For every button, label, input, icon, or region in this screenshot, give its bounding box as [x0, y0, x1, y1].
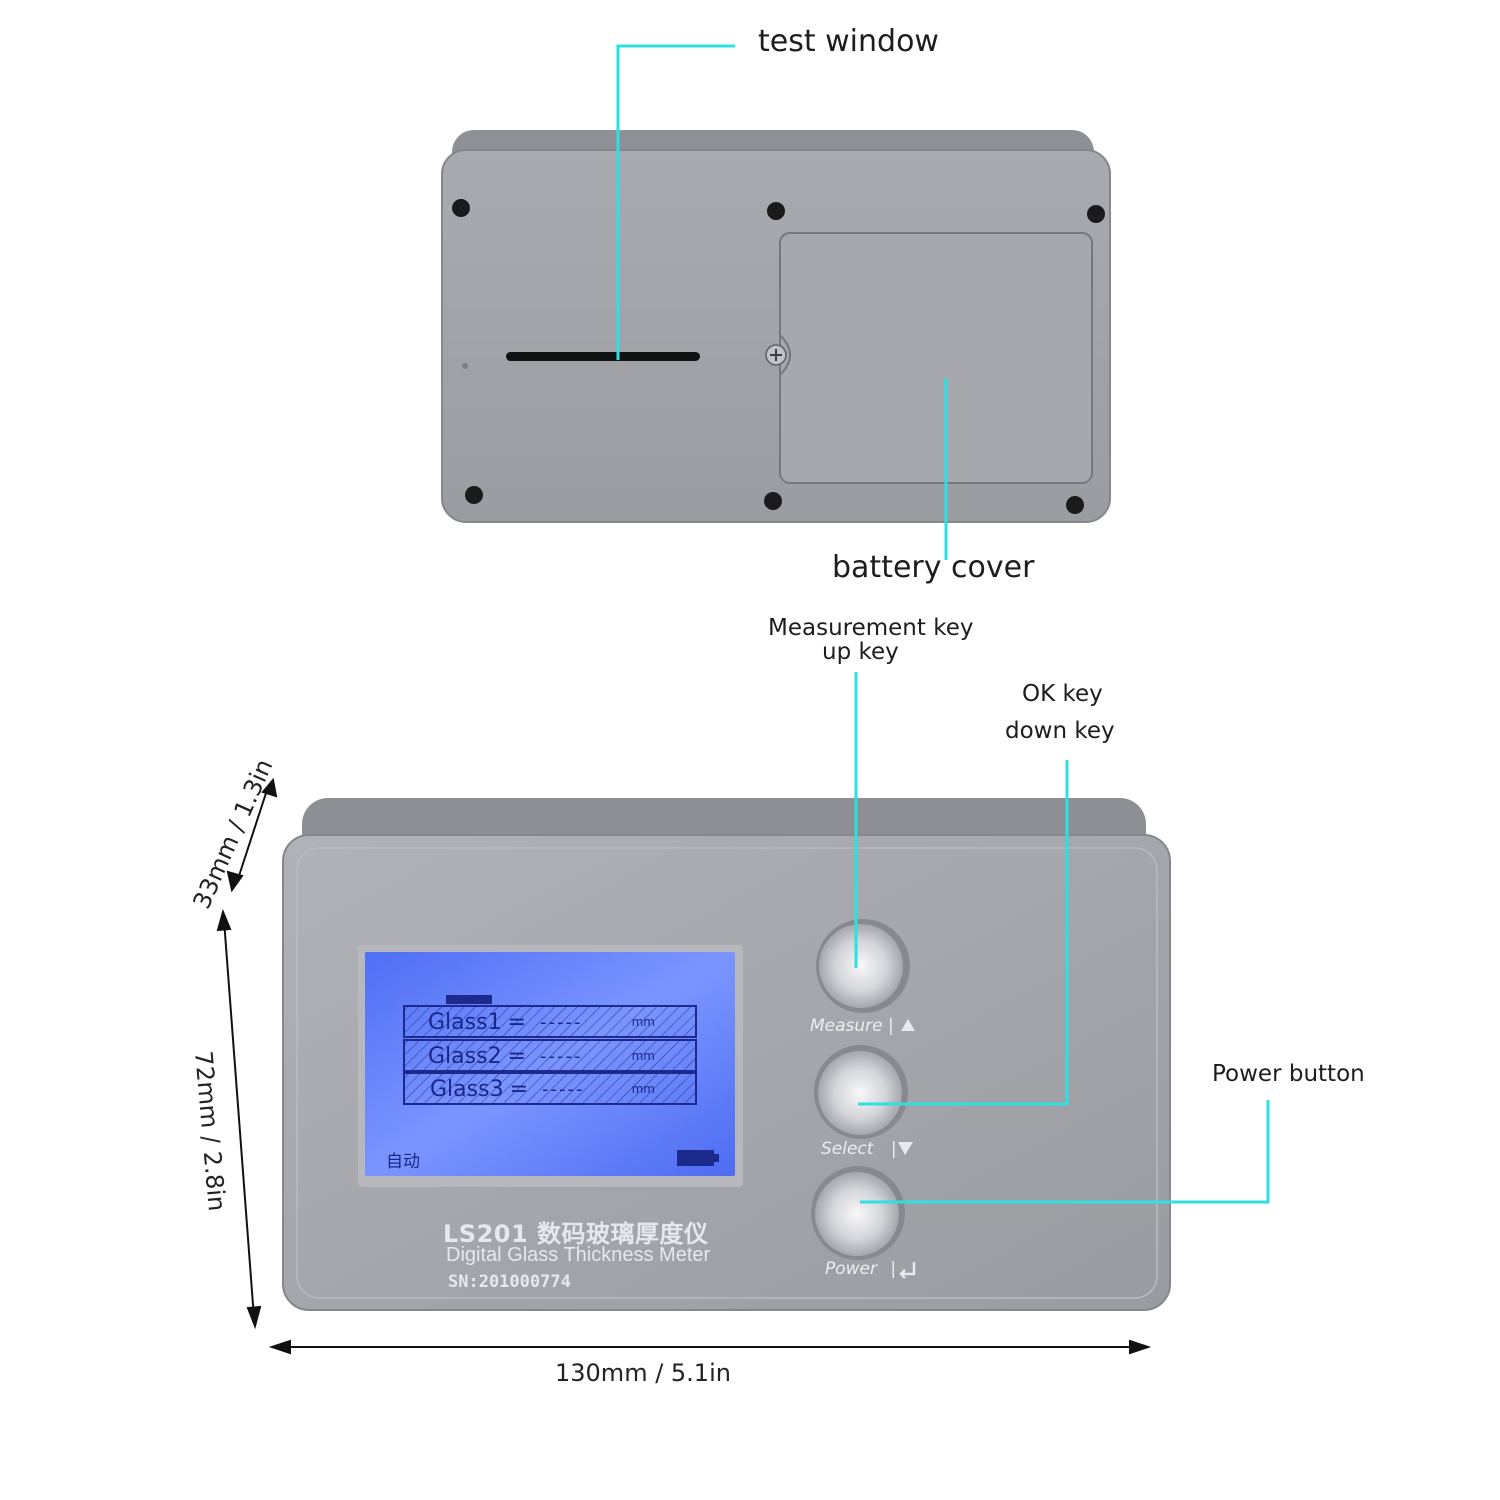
screw-icon	[465, 486, 483, 504]
callout-ok-key: OK key	[1022, 681, 1103, 707]
measure-key-label: Measure |	[810, 1016, 894, 1036]
test-window-slot	[506, 352, 700, 361]
lcd-equals: =	[507, 1043, 526, 1069]
screw-icon	[764, 492, 782, 510]
device-serial: SN:201000774	[448, 1272, 571, 1292]
device-model-title: LS201 数码玻璃厚度仪	[443, 1220, 709, 1248]
select-key-label: Select |	[821, 1139, 897, 1159]
screw-icon	[1087, 205, 1105, 223]
height-dimension-line	[223, 919, 255, 1319]
select-key[interactable]	[818, 1051, 902, 1135]
device-subtitle: Digital Glass Thickness Meter	[446, 1244, 711, 1266]
callout-battery-cover: battery cover	[832, 550, 1035, 585]
callout-down-key: down key	[1005, 718, 1115, 744]
lcd-row-frame	[403, 1039, 697, 1072]
lcd-row: Glass3 = ----- mm	[430, 1075, 693, 1103]
arrowhead-icon	[261, 777, 278, 798]
screw-icon	[1066, 496, 1084, 514]
callout-measurement-key: Measurement key	[768, 615, 974, 641]
arrowhead-icon	[216, 908, 232, 932]
lcd-row: Glass2 = ----- mm	[428, 1042, 693, 1070]
callout-power-button: Power button	[1212, 1061, 1365, 1087]
arrowhead-icon	[268, 1339, 291, 1355]
lcd-row-frame	[403, 1005, 697, 1038]
lcd-row-label: Glass1	[428, 1009, 502, 1035]
callout-test-window: test window	[758, 24, 939, 59]
screw-icon	[452, 199, 470, 217]
lcd-row-value: -----	[542, 1078, 585, 1100]
lcd-mode-label: 自动	[386, 1152, 420, 1172]
key-separator: |	[890, 1139, 897, 1159]
arrowhead-icon	[1129, 1339, 1152, 1355]
select-label-text: Select	[821, 1139, 874, 1159]
key-separator: |	[890, 1259, 897, 1279]
power-label-text: Power	[825, 1259, 878, 1279]
triangle-down-icon	[898, 1142, 913, 1155]
device-back-view	[441, 130, 1111, 523]
lcd-row-frame	[403, 1072, 697, 1105]
callout-line-test-window	[616, 44, 735, 360]
lcd-row-value: -----	[540, 1011, 583, 1033]
lcd-equals: =	[507, 1009, 526, 1035]
lcd-equals: =	[509, 1076, 528, 1102]
battery-icon	[677, 1150, 714, 1166]
dimension-arrows	[216, 777, 1152, 1355]
lcd-row-label: Glass2	[428, 1043, 502, 1069]
callout-lines-top	[616, 44, 948, 560]
callout-lines-bottom	[854, 672, 1270, 1204]
callout-up-key: up key	[822, 639, 899, 665]
measure-label-text: Measure	[810, 1016, 883, 1036]
power-key-label: Power |	[825, 1259, 896, 1279]
lcd-row-unit: mm	[631, 1049, 655, 1063]
lcd-row-value: -----	[540, 1045, 583, 1067]
lcd-row-unit: mm	[631, 1082, 655, 1096]
dimension-width-label: 130mm / 5.1in	[555, 1359, 731, 1387]
device-front-view	[282, 798, 1171, 1311]
lcd-row: Glass1 = ----- mm	[428, 1008, 693, 1036]
callout-line-ok-key	[858, 760, 1069, 1106]
lcd-indicator-bar	[446, 995, 492, 1004]
depth-dimension-line	[236, 786, 269, 883]
screw-icon	[767, 202, 785, 220]
key-separator: |	[888, 1016, 894, 1036]
triangle-up-icon	[901, 1019, 915, 1031]
arrowhead-icon	[226, 870, 244, 893]
pin-hole-icon	[462, 363, 468, 369]
power-key[interactable]	[815, 1172, 899, 1256]
measure-key[interactable]	[819, 924, 903, 1008]
lcd-row-unit: mm	[631, 1015, 655, 1029]
lcd-row-label: Glass3	[430, 1076, 504, 1102]
enter-icon	[899, 1262, 916, 1279]
arrowhead-icon	[246, 1305, 262, 1330]
callout-line-power-button	[860, 1100, 1270, 1204]
battery-cover	[779, 232, 1093, 484]
